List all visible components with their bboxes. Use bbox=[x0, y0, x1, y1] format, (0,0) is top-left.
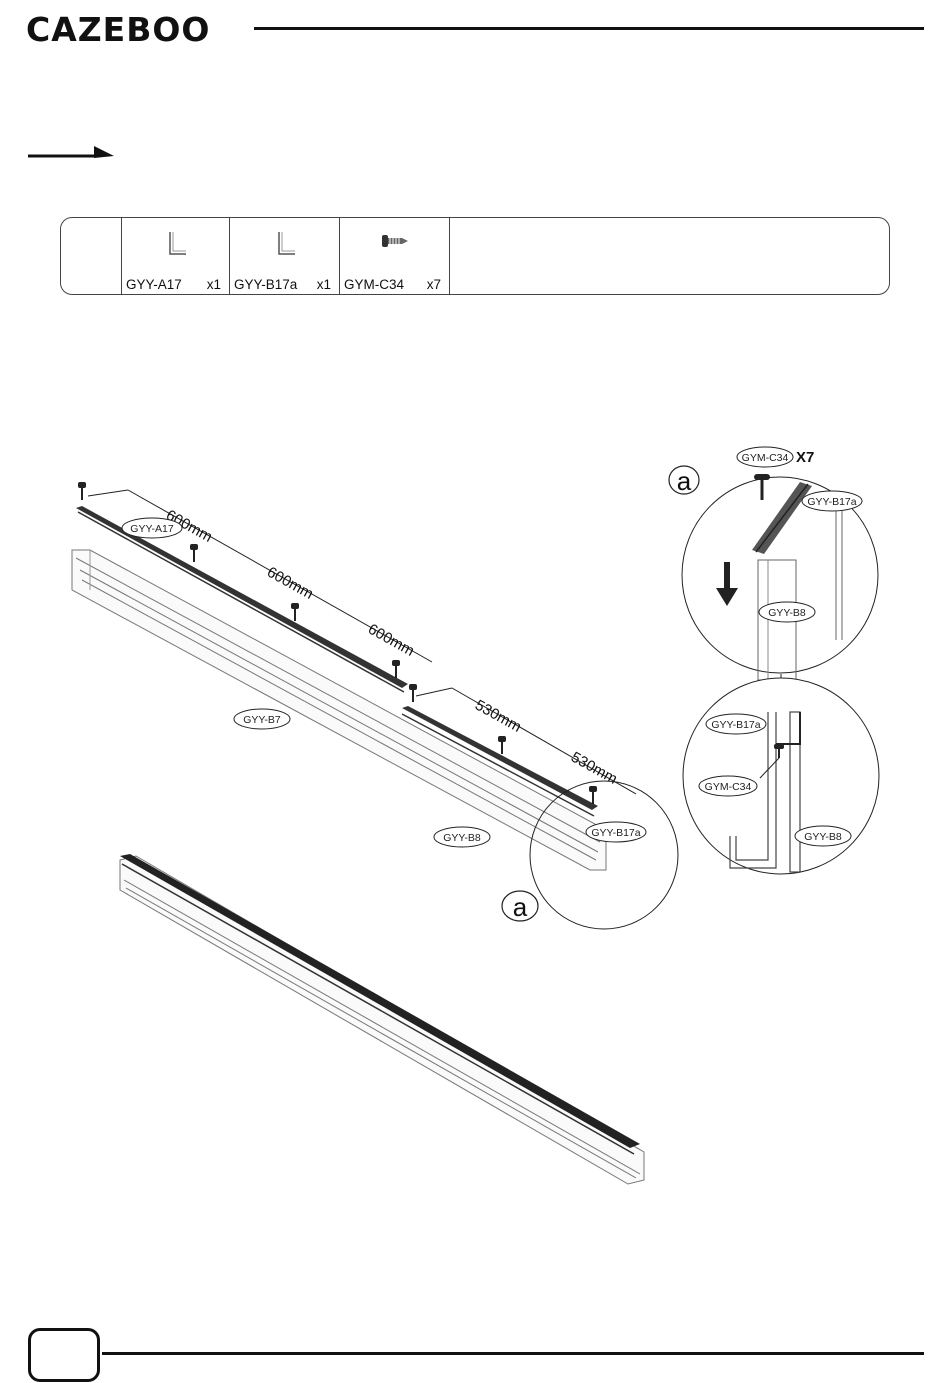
beam-gyy-b7 bbox=[72, 550, 606, 870]
detail-marker: a bbox=[502, 891, 538, 922]
part-code: GYY-A17 bbox=[126, 277, 182, 292]
svg-text:a: a bbox=[677, 466, 692, 496]
page-number-box bbox=[28, 1328, 100, 1382]
parts-table: GYY-A17 x1 GYY-B17a x1 bbox=[60, 217, 890, 295]
header-rule bbox=[254, 27, 924, 30]
callout-gyy-a17: GYY-A17 bbox=[122, 518, 182, 538]
parts-item-label: GYM-C34 x7 bbox=[344, 277, 447, 292]
svg-text:a: a bbox=[513, 892, 528, 922]
part-qty: x1 bbox=[207, 277, 221, 292]
svg-text:GYM-C34: GYM-C34 bbox=[742, 452, 789, 464]
part-code: GYY-B17a bbox=[234, 277, 297, 292]
dimension-label-3: 600mm bbox=[365, 621, 417, 660]
screw-count: X7 bbox=[796, 449, 814, 466]
callout-gyy-b7: GYY-B7 bbox=[234, 709, 290, 729]
parts-cell-b17a: GYY-B17a x1 bbox=[229, 218, 339, 294]
callout-gyy-b8-top: GYY-B8 bbox=[759, 602, 815, 622]
svg-text:GYY-B8: GYY-B8 bbox=[768, 607, 806, 619]
callout-gyy-b17a-bottom: GYY-B17a bbox=[706, 714, 766, 734]
svg-text:GYY-B17a: GYY-B17a bbox=[591, 827, 640, 839]
svg-text:GYY-B17a: GYY-B17a bbox=[711, 719, 760, 731]
part-code: GYM-C34 bbox=[344, 277, 404, 292]
callout-gym-c34-bottom: GYM-C34 bbox=[699, 776, 757, 796]
callout-gyy-b17a: GYY-B17a bbox=[586, 822, 646, 842]
screw-icon bbox=[190, 544, 198, 562]
step-arrow-icon bbox=[28, 142, 118, 162]
callout-gym-c34-top: GYM-C34 X7 bbox=[737, 447, 814, 467]
screw-icon bbox=[589, 786, 597, 804]
parts-cell-a17: GYY-A17 x1 bbox=[121, 218, 229, 294]
svg-text:GYY-B17a: GYY-B17a bbox=[807, 496, 856, 508]
parts-cell-c34: GYM-C34 x7 bbox=[339, 218, 450, 294]
assembled-beam bbox=[120, 856, 644, 1184]
svg-text:GYY-B8: GYY-B8 bbox=[804, 831, 842, 843]
screw-icon bbox=[392, 660, 400, 678]
svg-text:GYM-C34: GYM-C34 bbox=[705, 781, 752, 793]
l-bracket-icon bbox=[273, 230, 297, 258]
detail-view-bottom bbox=[683, 678, 879, 874]
screw-icon bbox=[78, 482, 86, 500]
detail-marker-top: a bbox=[669, 466, 699, 496]
part-qty: x7 bbox=[427, 277, 441, 292]
brand-logo: CAZEBOO bbox=[26, 12, 211, 48]
svg-text:GYY-B7: GYY-B7 bbox=[243, 714, 281, 726]
page-header: CAZEBOO bbox=[26, 12, 924, 48]
dimension-label-2: 600mm bbox=[264, 564, 316, 603]
svg-text:GYY-A17: GYY-A17 bbox=[130, 523, 174, 535]
screw-icon bbox=[409, 684, 417, 702]
parts-item-label: GYY-A17 x1 bbox=[126, 277, 227, 292]
parts-item-label: GYY-B17a x1 bbox=[234, 277, 337, 292]
callout-gyy-b17a-top: GYY-B17a bbox=[802, 491, 862, 511]
page-footer bbox=[28, 1328, 924, 1380]
svg-text:GYY-B8: GYY-B8 bbox=[443, 832, 481, 844]
callout-gyy-b8-bottom: GYY-B8 bbox=[795, 826, 851, 846]
assembled-strip bbox=[120, 854, 640, 1154]
callout-gyy-b8: GYY-B8 bbox=[434, 827, 490, 847]
screw-icon bbox=[498, 736, 506, 754]
screw-icon bbox=[291, 603, 299, 621]
dimension-label-4: 530mm bbox=[472, 697, 524, 736]
footer-rule bbox=[102, 1352, 924, 1355]
screw-icon bbox=[378, 230, 412, 252]
assembly-diagram: 600mm 600mm 600mm 530mm 530mm GYY-A17 GY… bbox=[0, 440, 950, 1200]
part-qty: x1 bbox=[317, 277, 331, 292]
l-bracket-icon bbox=[164, 230, 188, 258]
